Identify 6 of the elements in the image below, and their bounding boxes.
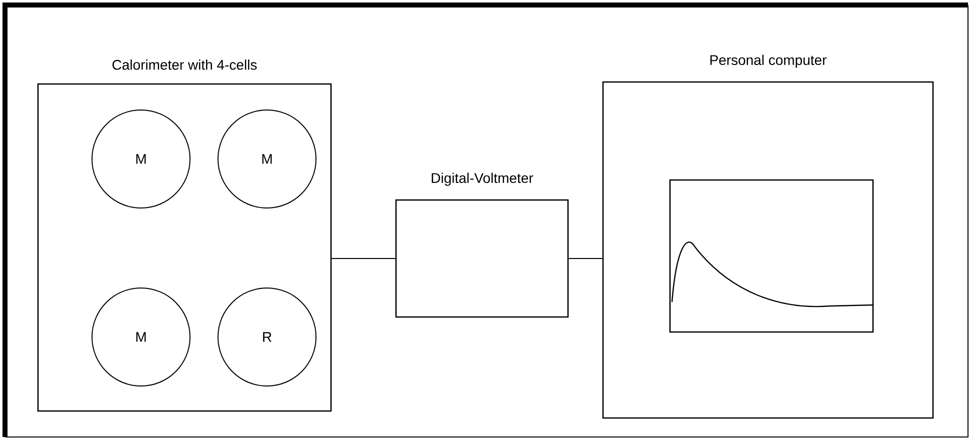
heading: Digital-Voltmeter	[432, 172, 534, 186]
connector-line	[568, 258, 603, 259]
connector-line	[331, 258, 396, 259]
screen-box	[669, 179, 874, 333]
heading: Calorimeter with 4-cells	[112, 60, 257, 70]
heading: Personal computer	[710, 54, 826, 68]
